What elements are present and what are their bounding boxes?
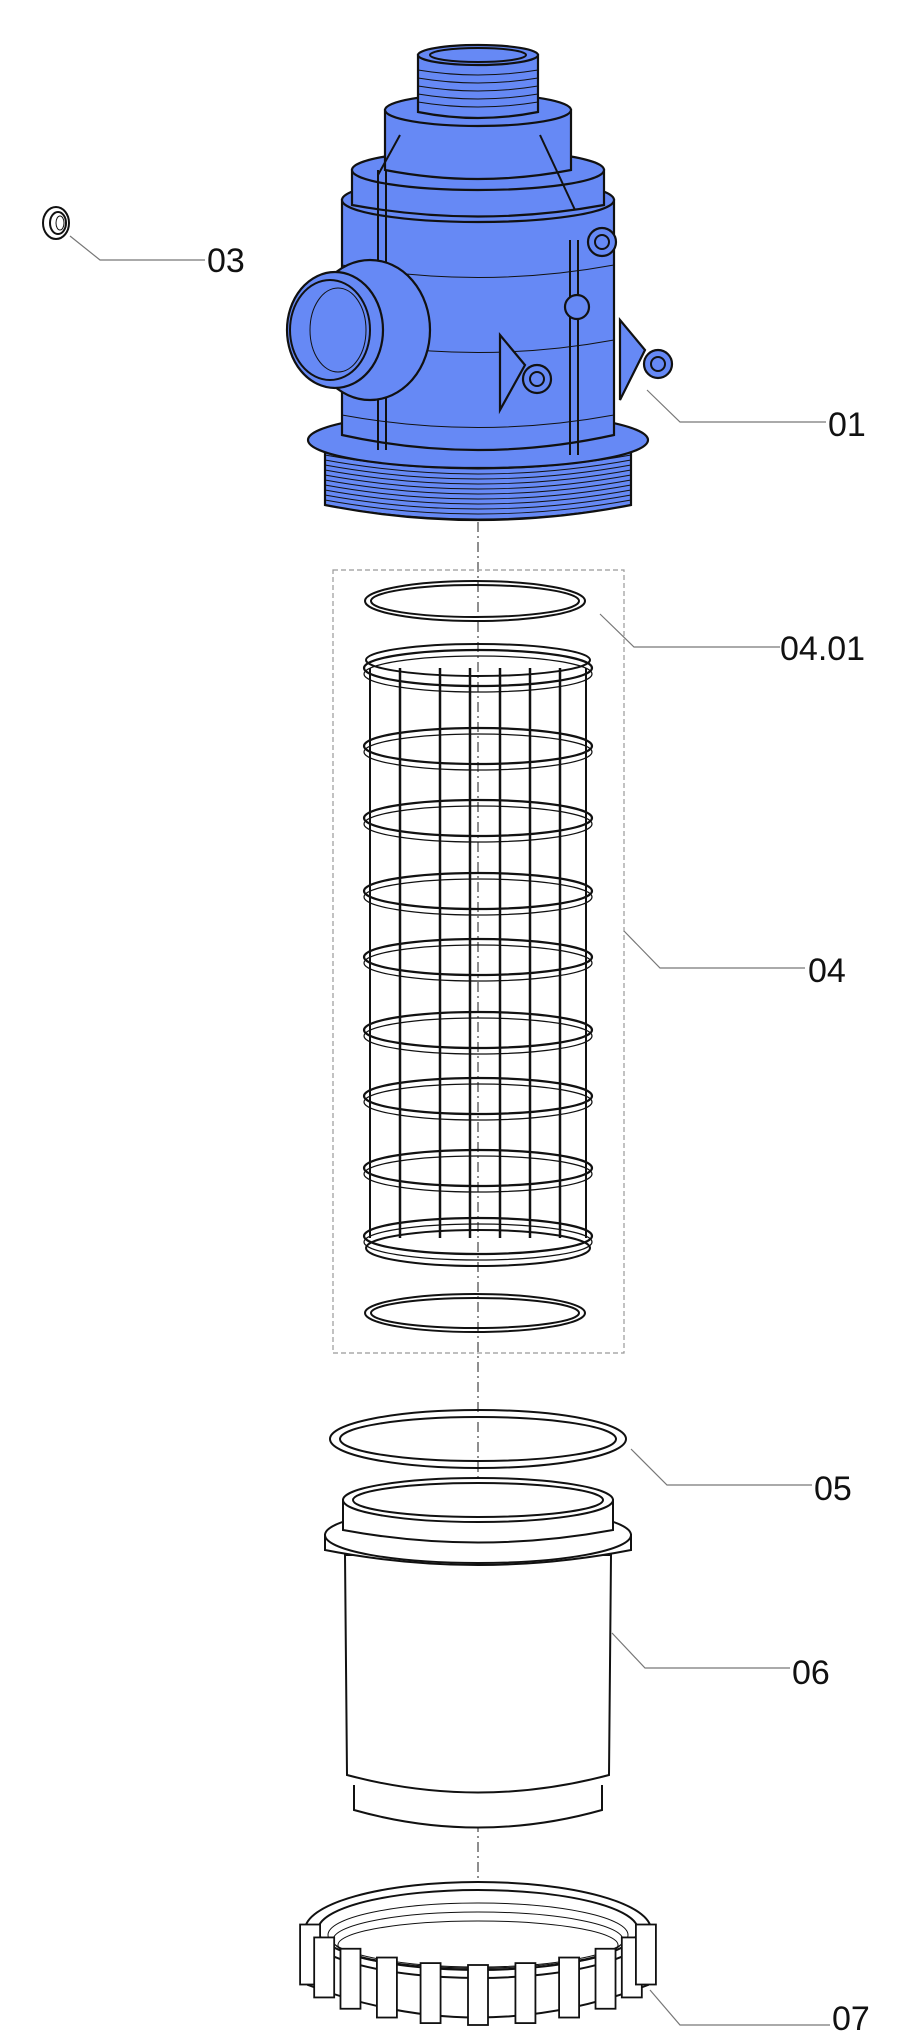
label-05: 05 bbox=[814, 1470, 852, 1508]
part-05-seal-ring bbox=[329, 1409, 627, 1469]
part-01-filter-body bbox=[285, 43, 674, 522]
leader-06 bbox=[611, 1632, 790, 1669]
label-04: 04 bbox=[808, 952, 846, 990]
nut-grip-rib bbox=[467, 1964, 489, 2026]
cage-ring bbox=[362, 1148, 594, 1188]
leader-05 bbox=[630, 1448, 812, 1486]
part-06-filter-bowl bbox=[324, 1477, 632, 1829]
label-0401: 04.01 bbox=[780, 630, 865, 668]
part-0401-o-ring bbox=[364, 580, 586, 622]
nut-grip-rib bbox=[339, 1947, 362, 2010]
nut-grip-rib bbox=[514, 1962, 537, 2024]
part-04-group-box bbox=[332, 569, 625, 1354]
label-03: 03 bbox=[207, 242, 245, 280]
cage-ring bbox=[362, 726, 594, 766]
nut-grip-rib bbox=[635, 1923, 657, 1986]
leader-01 bbox=[646, 389, 826, 423]
leader-0401 bbox=[599, 613, 780, 648]
label-07: 07 bbox=[832, 2000, 870, 2038]
nut-grip-rib bbox=[313, 1936, 336, 1999]
cage-ring bbox=[362, 1076, 594, 1116]
part-07-ring-nut bbox=[299, 1881, 657, 2026]
part-04-lower-o-ring bbox=[364, 1293, 586, 1333]
part-04-filter-cage bbox=[362, 643, 594, 1267]
leader-07 bbox=[649, 1989, 830, 2026]
label-06: 06 bbox=[792, 1654, 830, 1692]
cage-ring bbox=[362, 937, 594, 977]
cage-ring bbox=[362, 798, 594, 838]
label-01: 01 bbox=[828, 406, 866, 444]
nut-grip-rib bbox=[419, 1962, 442, 2024]
cage-ring bbox=[362, 1216, 594, 1256]
cage-ring bbox=[362, 1010, 594, 1050]
leader-04 bbox=[623, 930, 805, 969]
part-03-seal bbox=[42, 206, 70, 240]
nut-grip-rib bbox=[594, 1947, 617, 2010]
nut-grip-rib bbox=[376, 1956, 398, 2019]
cage-ring bbox=[362, 648, 594, 688]
cage-ring bbox=[362, 871, 594, 911]
nut-grip-rib bbox=[558, 1956, 580, 2019]
leader-03 bbox=[69, 235, 205, 261]
